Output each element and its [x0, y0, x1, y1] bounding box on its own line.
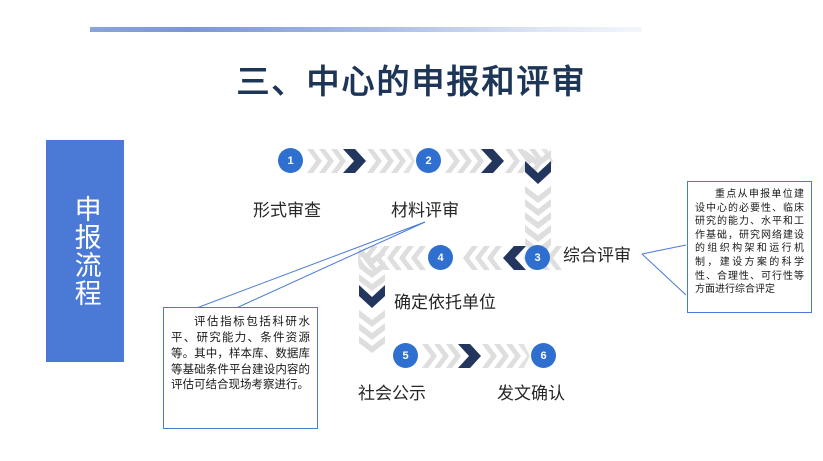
step-circle-3[interactable]: 3	[525, 245, 550, 270]
chevron-track-5-to-6	[422, 343, 530, 369]
callout-note-right-text: 重点从申报单位建设中心的必要性、临床研究的能力、水平和工作基础，研究网络建设的组…	[695, 189, 804, 296]
page-title-text: 三、中心的申报和评审	[236, 63, 587, 100]
step-label-6: 发文确认	[497, 384, 565, 403]
header-accent-rule	[90, 27, 642, 32]
step-circle-5[interactable]: 5	[393, 343, 418, 368]
page-title: 三、中心的申报和评审 三、中心的申报和评审	[0, 55, 823, 103]
step-label-4: 确定依托单位	[394, 293, 496, 312]
step-label-5: 社会公示	[358, 384, 426, 403]
chevron-track-down-left	[358, 248, 386, 360]
step-circle-6[interactable]: 6	[531, 343, 556, 368]
chevron-track-1-to-2	[307, 148, 415, 174]
step-circle-1[interactable]: 1	[278, 148, 303, 173]
callout-note-left-text: 评估指标包括科研水平、研究能力、条件资源等。其中，样本库、数据库等基础条件平台建…	[171, 314, 310, 392]
leader-line-right-upper	[641, 244, 687, 255]
callout-note-left: 评估指标包括科研水平、研究能力、条件资源等。其中，样本库、数据库等基础条件平台建…	[163, 307, 318, 429]
side-banner-label: 申报流程	[70, 195, 101, 307]
step-label-2: 材料评审	[391, 201, 459, 220]
step-label-3: 综合评审	[563, 246, 631, 265]
side-banner: 申报流程	[46, 140, 124, 362]
chevron-track-2-to-corner	[445, 148, 553, 174]
step-label-1: 形式审查	[253, 201, 321, 220]
leader-line-right-lower	[641, 253, 687, 296]
step-circle-4[interactable]: 4	[428, 245, 453, 270]
step-circle-2[interactable]: 2	[416, 148, 441, 173]
callout-note-right: 重点从申报单位建设中心的必要性、临床研究的能力、水平和工作基础，研究网络建设的组…	[687, 181, 812, 313]
